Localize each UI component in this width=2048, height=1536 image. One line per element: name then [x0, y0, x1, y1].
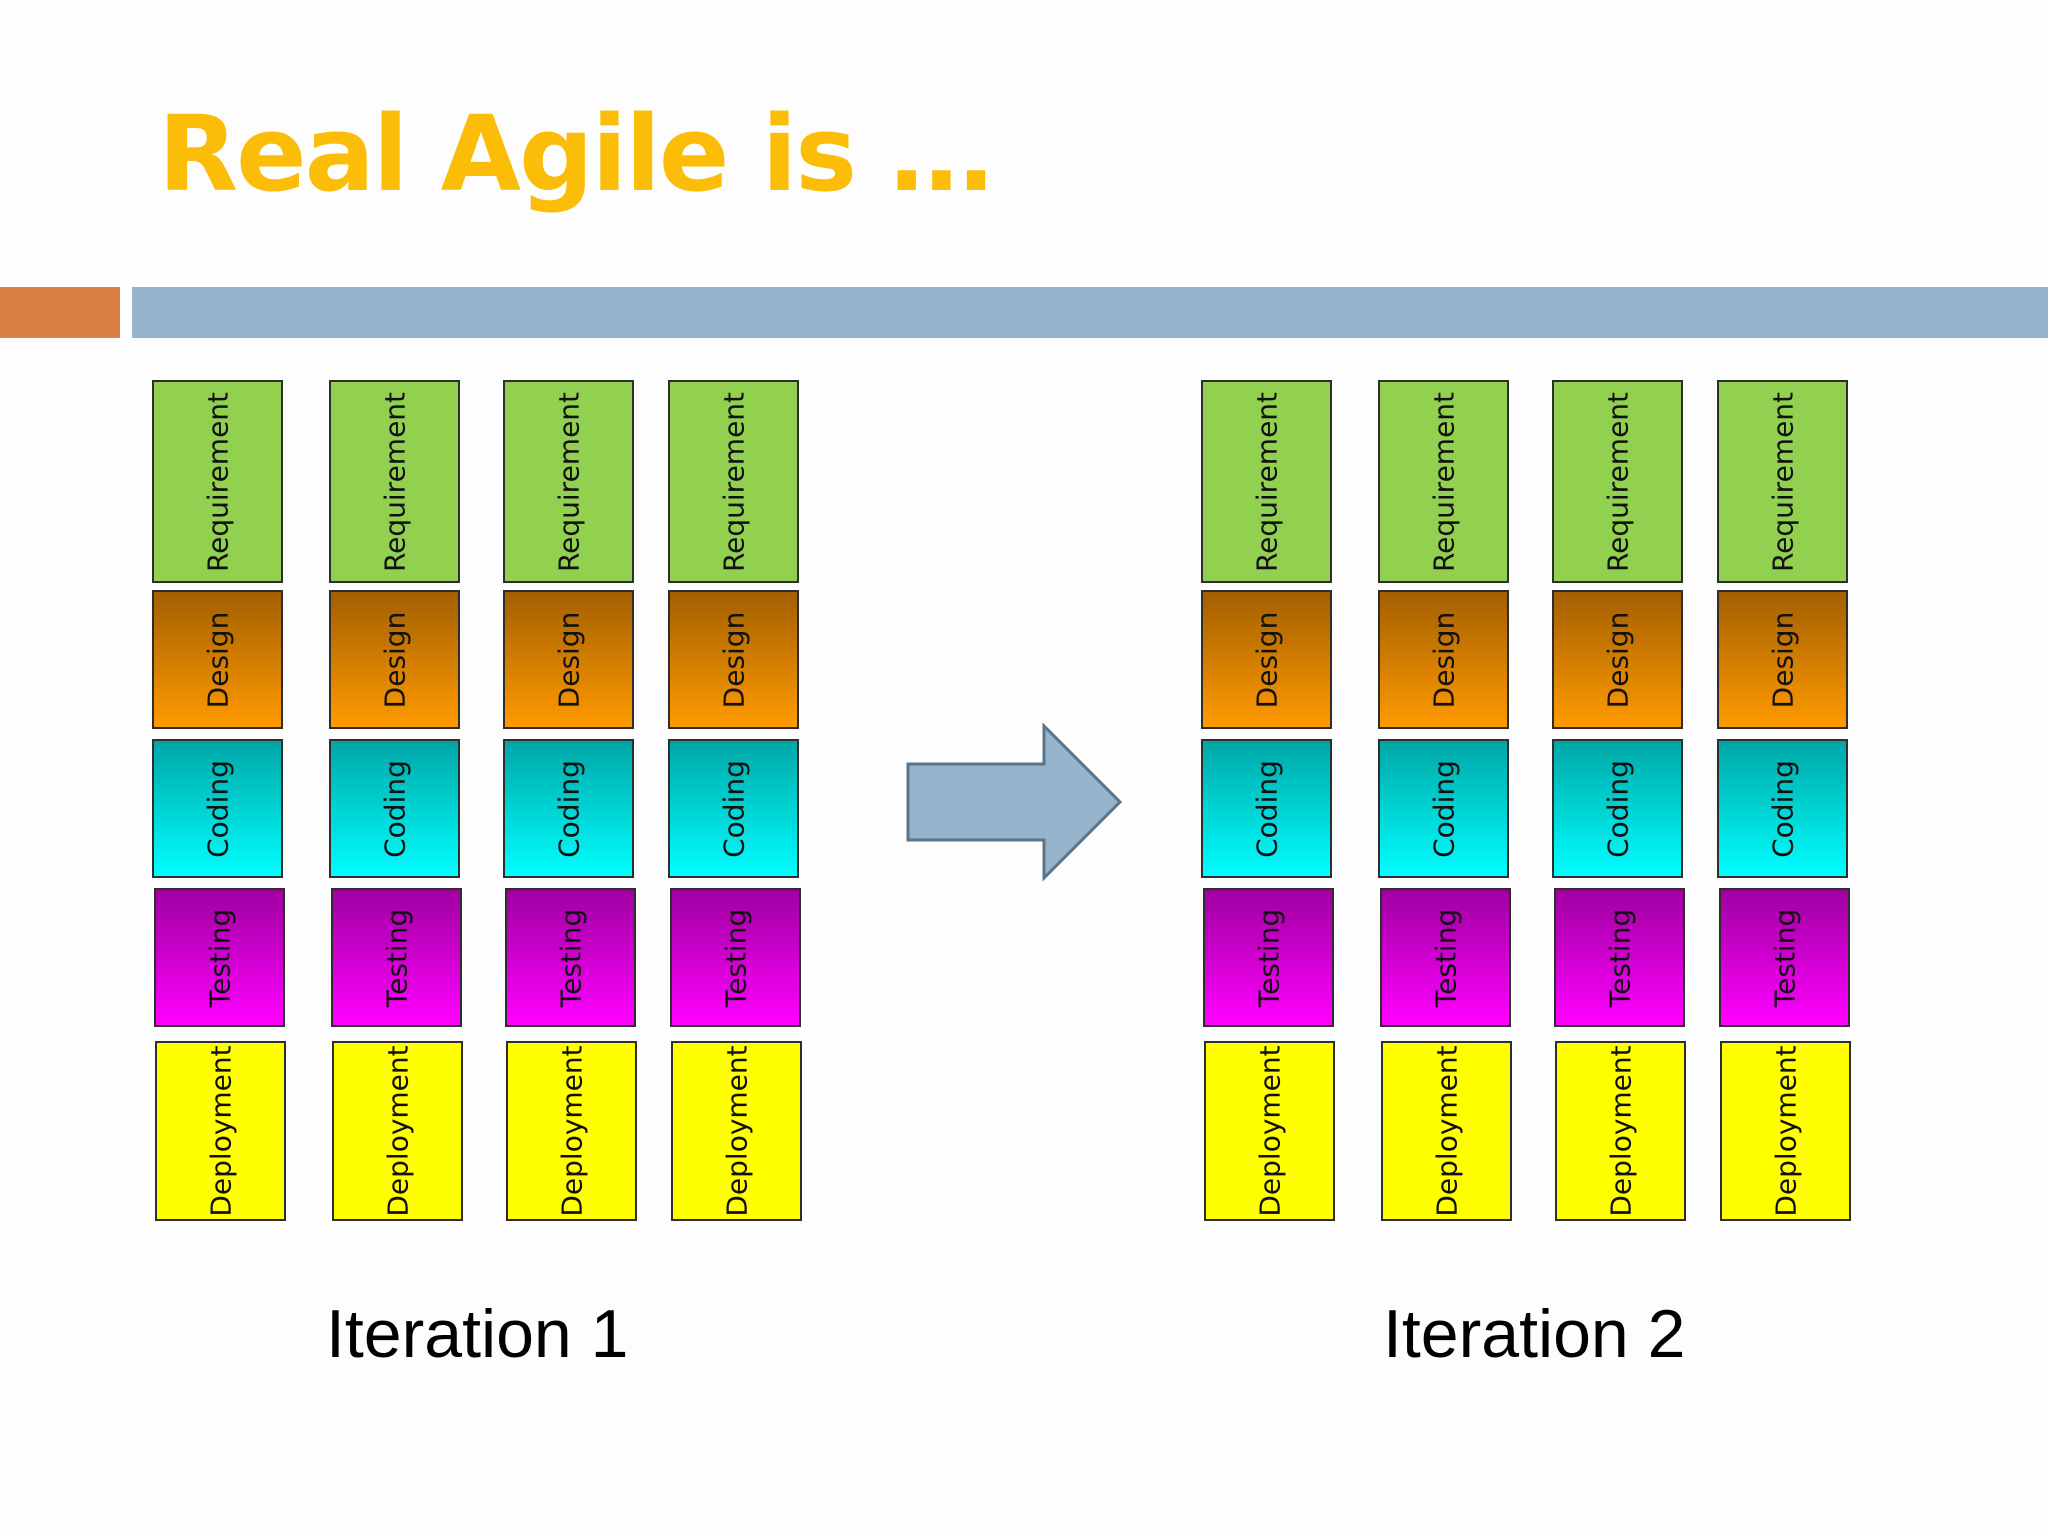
requirement-label: Requirement: [1766, 391, 1799, 572]
design-label: Design: [1766, 611, 1799, 708]
design-block: Design: [329, 590, 460, 729]
requirement-block: Requirement: [503, 380, 634, 583]
requirement-label: Requirement: [378, 391, 411, 572]
coding-label: Coding: [717, 759, 750, 858]
design-label: Design: [201, 611, 234, 708]
requirement-label: Requirement: [1250, 391, 1283, 572]
deployment-label: Deployment: [1769, 1045, 1802, 1217]
coding-label: Coding: [1766, 759, 1799, 858]
requirement-label: Requirement: [717, 391, 750, 572]
requirement-label: Requirement: [552, 391, 585, 572]
testing-label: Testing: [203, 908, 236, 1007]
coding-block: Coding: [152, 739, 283, 878]
requirement-label: Requirement: [1427, 391, 1460, 572]
testing-label: Testing: [380, 908, 413, 1007]
title-divider-bar: [132, 287, 2048, 338]
design-block: Design: [1201, 590, 1332, 729]
coding-label: Coding: [1250, 759, 1283, 858]
requirement-block: Requirement: [1717, 380, 1848, 583]
testing-block: Testing: [154, 888, 285, 1027]
slide-title: Real Agile is …: [158, 93, 993, 215]
testing-label: Testing: [1429, 908, 1462, 1007]
deployment-block: Deployment: [1204, 1041, 1335, 1221]
coding-block: Coding: [1201, 739, 1332, 878]
testing-label: Testing: [719, 908, 752, 1007]
design-block: Design: [503, 590, 634, 729]
title-accent-bar: [0, 287, 120, 338]
testing-block: Testing: [1719, 888, 1850, 1027]
deployment-label: Deployment: [381, 1045, 414, 1217]
requirement-block: Requirement: [329, 380, 460, 583]
testing-label: Testing: [554, 908, 587, 1007]
coding-block: Coding: [329, 739, 460, 878]
deployment-label: Deployment: [555, 1045, 588, 1217]
requirement-block: Requirement: [1378, 380, 1509, 583]
design-label: Design: [1427, 611, 1460, 708]
coding-label: Coding: [201, 759, 234, 858]
design-block: Design: [152, 590, 283, 729]
design-block: Design: [1552, 590, 1683, 729]
design-block: Design: [1378, 590, 1509, 729]
right-arrow-icon: [906, 722, 1123, 882]
requirement-block: Requirement: [1201, 380, 1332, 583]
iteration-1-label: Iteration 1: [326, 1296, 629, 1372]
testing-label: Testing: [1768, 908, 1801, 1007]
design-label: Design: [378, 611, 411, 708]
coding-label: Coding: [1601, 759, 1634, 858]
testing-block: Testing: [1554, 888, 1685, 1027]
deployment-label: Deployment: [204, 1045, 237, 1217]
coding-block: Coding: [503, 739, 634, 878]
coding-label: Coding: [1427, 759, 1460, 858]
deployment-label: Deployment: [720, 1045, 753, 1217]
deployment-block: Deployment: [1555, 1041, 1686, 1221]
deployment-label: Deployment: [1430, 1045, 1463, 1217]
testing-block: Testing: [331, 888, 462, 1027]
coding-block: Coding: [1552, 739, 1683, 878]
deployment-block: Deployment: [155, 1041, 286, 1221]
requirement-block: Requirement: [668, 380, 799, 583]
requirement-block: Requirement: [152, 380, 283, 583]
testing-block: Testing: [1380, 888, 1511, 1027]
deployment-block: Deployment: [671, 1041, 802, 1221]
coding-block: Coding: [1378, 739, 1509, 878]
deployment-label: Deployment: [1604, 1045, 1637, 1217]
testing-block: Testing: [670, 888, 801, 1027]
coding-block: Coding: [1717, 739, 1848, 878]
testing-label: Testing: [1603, 908, 1636, 1007]
deployment-block: Deployment: [506, 1041, 637, 1221]
deployment-block: Deployment: [1720, 1041, 1851, 1221]
testing-block: Testing: [505, 888, 636, 1027]
iteration-2-label: Iteration 2: [1383, 1296, 1686, 1372]
requirement-block: Requirement: [1552, 380, 1683, 583]
design-label: Design: [552, 611, 585, 708]
design-label: Design: [1601, 611, 1634, 708]
design-label: Design: [1250, 611, 1283, 708]
coding-label: Coding: [378, 759, 411, 858]
design-block: Design: [1717, 590, 1848, 729]
coding-label: Coding: [552, 759, 585, 858]
design-label: Design: [717, 611, 750, 708]
deployment-block: Deployment: [1381, 1041, 1512, 1221]
design-block: Design: [668, 590, 799, 729]
coding-block: Coding: [668, 739, 799, 878]
testing-label: Testing: [1252, 908, 1285, 1007]
requirement-label: Requirement: [1601, 391, 1634, 572]
requirement-label: Requirement: [201, 391, 234, 572]
deployment-label: Deployment: [1253, 1045, 1286, 1217]
deployment-block: Deployment: [332, 1041, 463, 1221]
testing-block: Testing: [1203, 888, 1334, 1027]
